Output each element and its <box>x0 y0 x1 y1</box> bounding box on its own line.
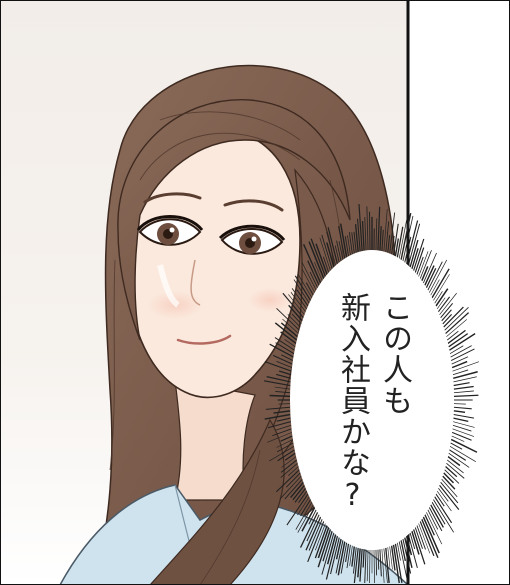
hair-flow <box>149 418 285 585</box>
thought-bubble-burst <box>263 204 480 584</box>
right-eyebrow <box>223 199 284 212</box>
left-eye <box>136 215 204 246</box>
mouth <box>176 334 232 345</box>
thought-bubble <box>290 250 454 550</box>
bubble-line-2: 新入社員かな? <box>335 292 370 514</box>
bubble-text: この人も 新入社員かな? <box>327 292 419 522</box>
hair-front <box>117 99 351 341</box>
nose <box>190 259 201 306</box>
neck <box>174 379 256 501</box>
left-eyebrow <box>143 192 202 204</box>
right-eye <box>218 224 286 255</box>
bubble-line-1: この人も <box>377 292 412 416</box>
